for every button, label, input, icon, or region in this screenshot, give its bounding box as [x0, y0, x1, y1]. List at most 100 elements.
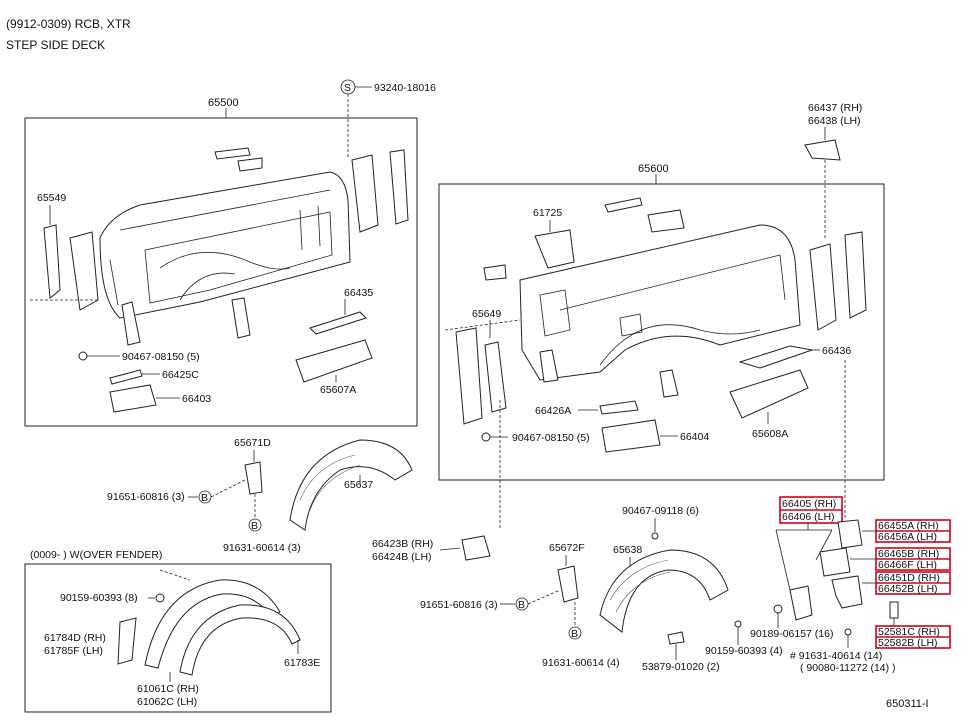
- bolt-90467-left[interactable]: [78, 351, 88, 361]
- part-rear-pillar-right-2[interactable]: [844, 231, 867, 319]
- part-rear-pillar-right-1[interactable]: [809, 243, 837, 331]
- part-65500-side-panel[interactable]: [99, 171, 351, 319]
- label-66465b[interactable]: 66465B (RH): [878, 548, 939, 560]
- label-90159-60393-right[interactable]: 90159-60393 (4): [705, 645, 783, 657]
- part-61725[interactable]: [534, 229, 575, 269]
- part-66423b[interactable]: [461, 535, 491, 561]
- label-66466f[interactable]: 66466F (LH): [878, 559, 937, 571]
- label-66405[interactable]: 66405 (RH): [782, 498, 836, 510]
- part-66426a[interactable]: [599, 400, 639, 415]
- part-61783e[interactable]: [179, 604, 301, 676]
- label-66424b[interactable]: 66424B (LH): [372, 551, 432, 563]
- label-65638[interactable]: 65638: [613, 544, 642, 556]
- part-65600-side-panel[interactable]: [519, 224, 801, 381]
- part-53879-clip[interactable]: [667, 631, 685, 645]
- label-61060c[interactable]: 61061C (RH): [137, 683, 199, 695]
- label-66456a[interactable]: 66456A (LH): [878, 531, 937, 543]
- highlight-52581c-group[interactable]: 52581C (RH) 52582B (LH): [875, 625, 951, 649]
- highlight-66465b-group[interactable]: 66465B (RH) 66466F (LH): [875, 547, 951, 571]
- label-90467-08150-right[interactable]: 90467-08150 (5): [512, 432, 590, 444]
- label-90189-06157[interactable]: 90189-06157 (16): [750, 628, 833, 640]
- highlight-66455a-group[interactable]: 66455A (RH) 66456A (LH): [875, 519, 951, 543]
- label-93240-18016[interactable]: 93240-18016: [374, 82, 436, 94]
- label-66452b[interactable]: 66452B (LH): [878, 583, 938, 595]
- label-66404[interactable]: 66404: [680, 431, 709, 443]
- label-61784d[interactable]: 61784D (RH): [44, 632, 106, 644]
- highlight-66405-group[interactable]: 66405 (RH) 66406 (LH): [779, 496, 843, 524]
- label-90159-60393-left[interactable]: 90159-60393 (8): [60, 592, 138, 604]
- part-65638-wheelhouse[interactable]: [599, 549, 729, 633]
- part-lower-brace-r1[interactable]: [539, 349, 559, 383]
- label-66451d[interactable]: 66451D (RH): [878, 572, 940, 584]
- label-90467-09118[interactable]: 90467-09118 (6): [622, 505, 699, 517]
- label-90080-11272[interactable]: ( 90080-11272 (14) ): [800, 662, 896, 674]
- part-66436[interactable]: [738, 345, 814, 369]
- label-66455a[interactable]: 66455A (RH): [878, 520, 939, 532]
- part-front-pillar-inner[interactable]: [69, 231, 99, 311]
- part-rear-pillar-outer[interactable]: [389, 149, 409, 225]
- label-66435[interactable]: 66435: [344, 287, 373, 299]
- part-66405-hinge[interactable]: [789, 585, 813, 621]
- part-65649-inner[interactable]: [455, 327, 483, 425]
- part-rear-pillar-inner[interactable]: [351, 154, 379, 233]
- label-66403[interactable]: 66403: [182, 393, 211, 405]
- label-52581c[interactable]: 52581C (RH): [878, 626, 940, 638]
- label-61062c[interactable]: 61062C (LH): [137, 696, 197, 708]
- clip-90159-right[interactable]: [734, 620, 742, 628]
- part-66425c[interactable]: [109, 369, 143, 385]
- label-66437[interactable]: 66437 (RH): [808, 102, 862, 114]
- part-66435[interactable]: [309, 311, 367, 335]
- label-66423b[interactable]: 66423B (RH): [372, 538, 433, 550]
- label-65600[interactable]: 65600: [638, 163, 669, 175]
- label-65500[interactable]: 65500: [208, 97, 239, 109]
- part-66403[interactable]: [109, 384, 157, 413]
- part-lower-brace-r2[interactable]: [659, 369, 679, 398]
- part-61784d[interactable]: [117, 617, 137, 665]
- bolt-90467-right[interactable]: [481, 432, 491, 442]
- bolt-90467-09118[interactable]: [651, 532, 659, 540]
- part-over-fender-outer[interactable]: [144, 579, 281, 669]
- label-91631-60614-left[interactable]: 91631-60614 (3): [223, 542, 301, 554]
- label-91631-60614-right[interactable]: 91631-60614 (4): [542, 657, 620, 669]
- label-65549[interactable]: 65549: [37, 192, 66, 204]
- part-small-clip[interactable]: [483, 264, 507, 281]
- label-91651-60816-right[interactable]: 91651-60816 (3): [420, 599, 498, 611]
- part-66455a[interactable]: [837, 519, 863, 549]
- part-65607a[interactable]: [295, 339, 373, 383]
- bolt-90189[interactable]: [773, 604, 783, 614]
- part-65671d[interactable]: [244, 461, 263, 495]
- label-66436[interactable]: 66436: [822, 345, 851, 357]
- label-66425c[interactable]: 66425C: [162, 369, 199, 381]
- part-lower-brace-1[interactable]: [121, 301, 141, 346]
- part-65549-front-pillar[interactable]: [43, 224, 61, 299]
- label-65672f[interactable]: 65672F: [549, 542, 585, 554]
- highlight-66451d-group[interactable]: 66451D (RH) 66452B (LH): [875, 571, 951, 595]
- bolt-91631-40614[interactable]: [844, 628, 852, 636]
- label-66406[interactable]: 66406 (LH): [782, 511, 835, 523]
- part-65649[interactable]: [484, 341, 507, 413]
- label-65671d[interactable]: 65671D: [234, 437, 271, 449]
- label-65607a[interactable]: 65607A: [320, 384, 356, 396]
- label-91651-60816-left[interactable]: 91651-60816 (3): [107, 491, 185, 503]
- part-bracket-top-2[interactable]: [237, 157, 263, 172]
- part-65608a[interactable]: [729, 369, 809, 419]
- part-65672f[interactable]: [557, 565, 579, 603]
- part-bracket-top-1[interactable]: [214, 147, 251, 160]
- label-65637[interactable]: 65637: [344, 479, 373, 491]
- label-91631-40614[interactable]: # 91631-40614 (14): [790, 650, 882, 662]
- label-53879-01020[interactable]: 53879-01020 (2): [642, 661, 720, 673]
- label-52582b[interactable]: 52582B (LH): [878, 637, 938, 649]
- label-61783e[interactable]: 61783E: [284, 657, 320, 669]
- label-61725[interactable]: 61725: [533, 207, 562, 219]
- label-65608a[interactable]: 65608A: [752, 428, 788, 440]
- clip-90159[interactable]: [155, 593, 165, 603]
- part-lower-brace-2[interactable]: [231, 297, 251, 339]
- part-66437-bracket[interactable]: [804, 139, 841, 161]
- part-upper-bracket[interactable]: [604, 197, 643, 213]
- part-65637-wheelhouse[interactable]: [289, 439, 413, 531]
- part-upper-hinge[interactable]: [647, 209, 685, 233]
- part-66465b[interactable]: [819, 547, 851, 577]
- part-66451d[interactable]: [831, 575, 863, 609]
- part-52581c[interactable]: [889, 601, 899, 619]
- part-66404[interactable]: [601, 419, 661, 453]
